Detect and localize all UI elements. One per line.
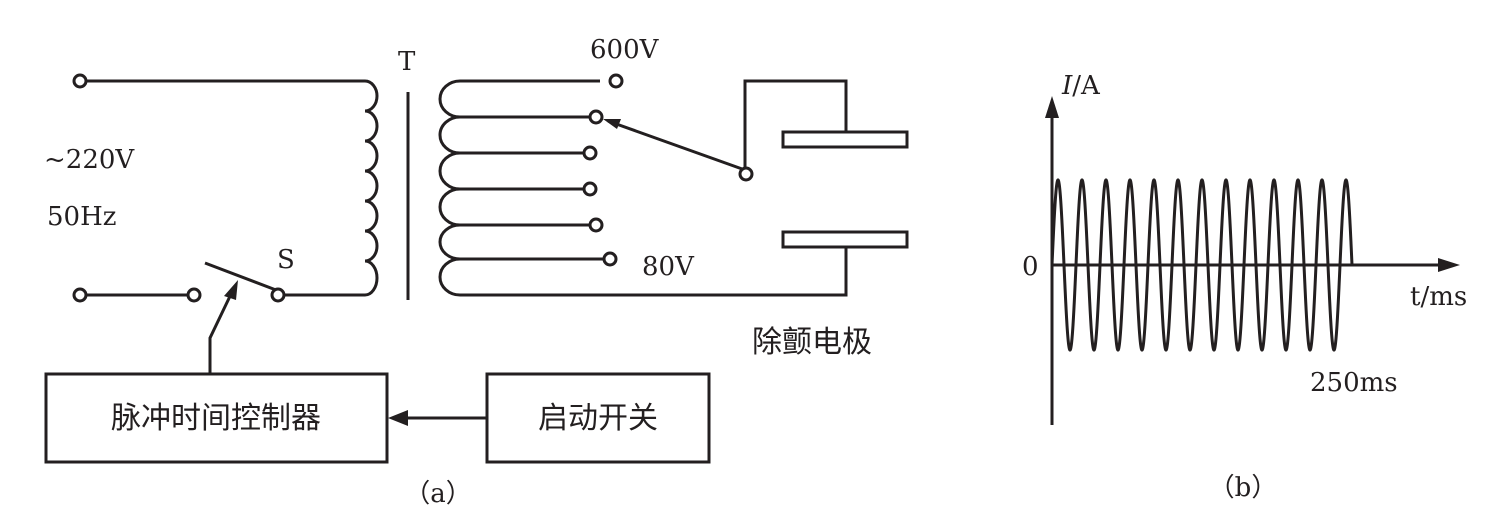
tap-3: [582, 145, 598, 161]
secondary-turn-2: [438, 115, 588, 155]
caption-b: （b）: [1209, 473, 1278, 503]
electrode-plate-top: [781, 130, 909, 149]
primary-circuit: [72, 73, 379, 373]
primary-coil: [280, 109, 379, 297]
tap-high-label: 600V: [590, 35, 660, 65]
supply-voltage-label: ~220V: [44, 145, 135, 175]
y-axis-symbol: I: [1061, 71, 1073, 101]
switch-terminal-right: [270, 287, 286, 303]
linkage-arrowhead: [224, 280, 238, 300]
supply-frequency-label: 50Hz: [47, 202, 116, 232]
tap-low-label: 80V: [642, 252, 695, 282]
secondary-turn-1: [438, 79, 600, 119]
switch-linkage: [208, 291, 234, 373]
switch-terminal-left: [186, 287, 202, 303]
tap-selector: [607, 119, 746, 172]
pulse-timer-controller-box: [44, 372, 389, 464]
waveform-chart: [1045, 96, 1460, 425]
start-to-controller-arrowhead: [388, 410, 408, 426]
start-switch-box: [485, 372, 711, 464]
x-axis-arrowhead: [1438, 258, 1460, 272]
caption-a: （a）: [404, 479, 472, 509]
origin-label: 0: [1022, 252, 1039, 282]
x-axis-label: t/ms: [1410, 282, 1467, 312]
selector-pivot: [738, 166, 754, 182]
transformer-label: T: [398, 47, 416, 77]
tap-5: [588, 217, 604, 233]
control-blocks: [44, 372, 711, 464]
switch-label: S: [277, 245, 295, 275]
tap-80v: [602, 251, 618, 267]
y-axis-unit: /A: [1072, 71, 1101, 101]
y-axis-arrowhead: [1045, 96, 1059, 118]
current-waveform: [1050, 178, 1354, 352]
input-terminal-top: [72, 73, 88, 89]
secondary-turn-4: [438, 187, 594, 227]
secondary-circuit: [438, 73, 848, 297]
tap-4: [582, 181, 598, 197]
electrode-plate-bottom: [781, 230, 909, 249]
electrode-circuit: [603, 79, 909, 249]
electrode-label: 除颤电极: [752, 325, 872, 360]
switch-blade: [204, 261, 277, 292]
primary-top-wire: [80, 79, 379, 113]
secondary-turn-5: [438, 223, 608, 261]
tap-2: [588, 109, 604, 125]
selector-wire: [743, 79, 848, 170]
end-time-label: 250ms: [1310, 368, 1398, 398]
tap-600v: [608, 73, 624, 89]
controller-label: 脉冲时间控制器: [111, 401, 321, 436]
secondary-return-wire: [438, 247, 848, 297]
start-switch-label: 启动开关: [538, 401, 658, 436]
tap-selector-arrowhead: [603, 119, 621, 129]
y-axis-label: I/A: [1061, 71, 1101, 101]
secondary-turn-3: [438, 151, 588, 191]
input-terminal-bottom: [72, 287, 88, 303]
